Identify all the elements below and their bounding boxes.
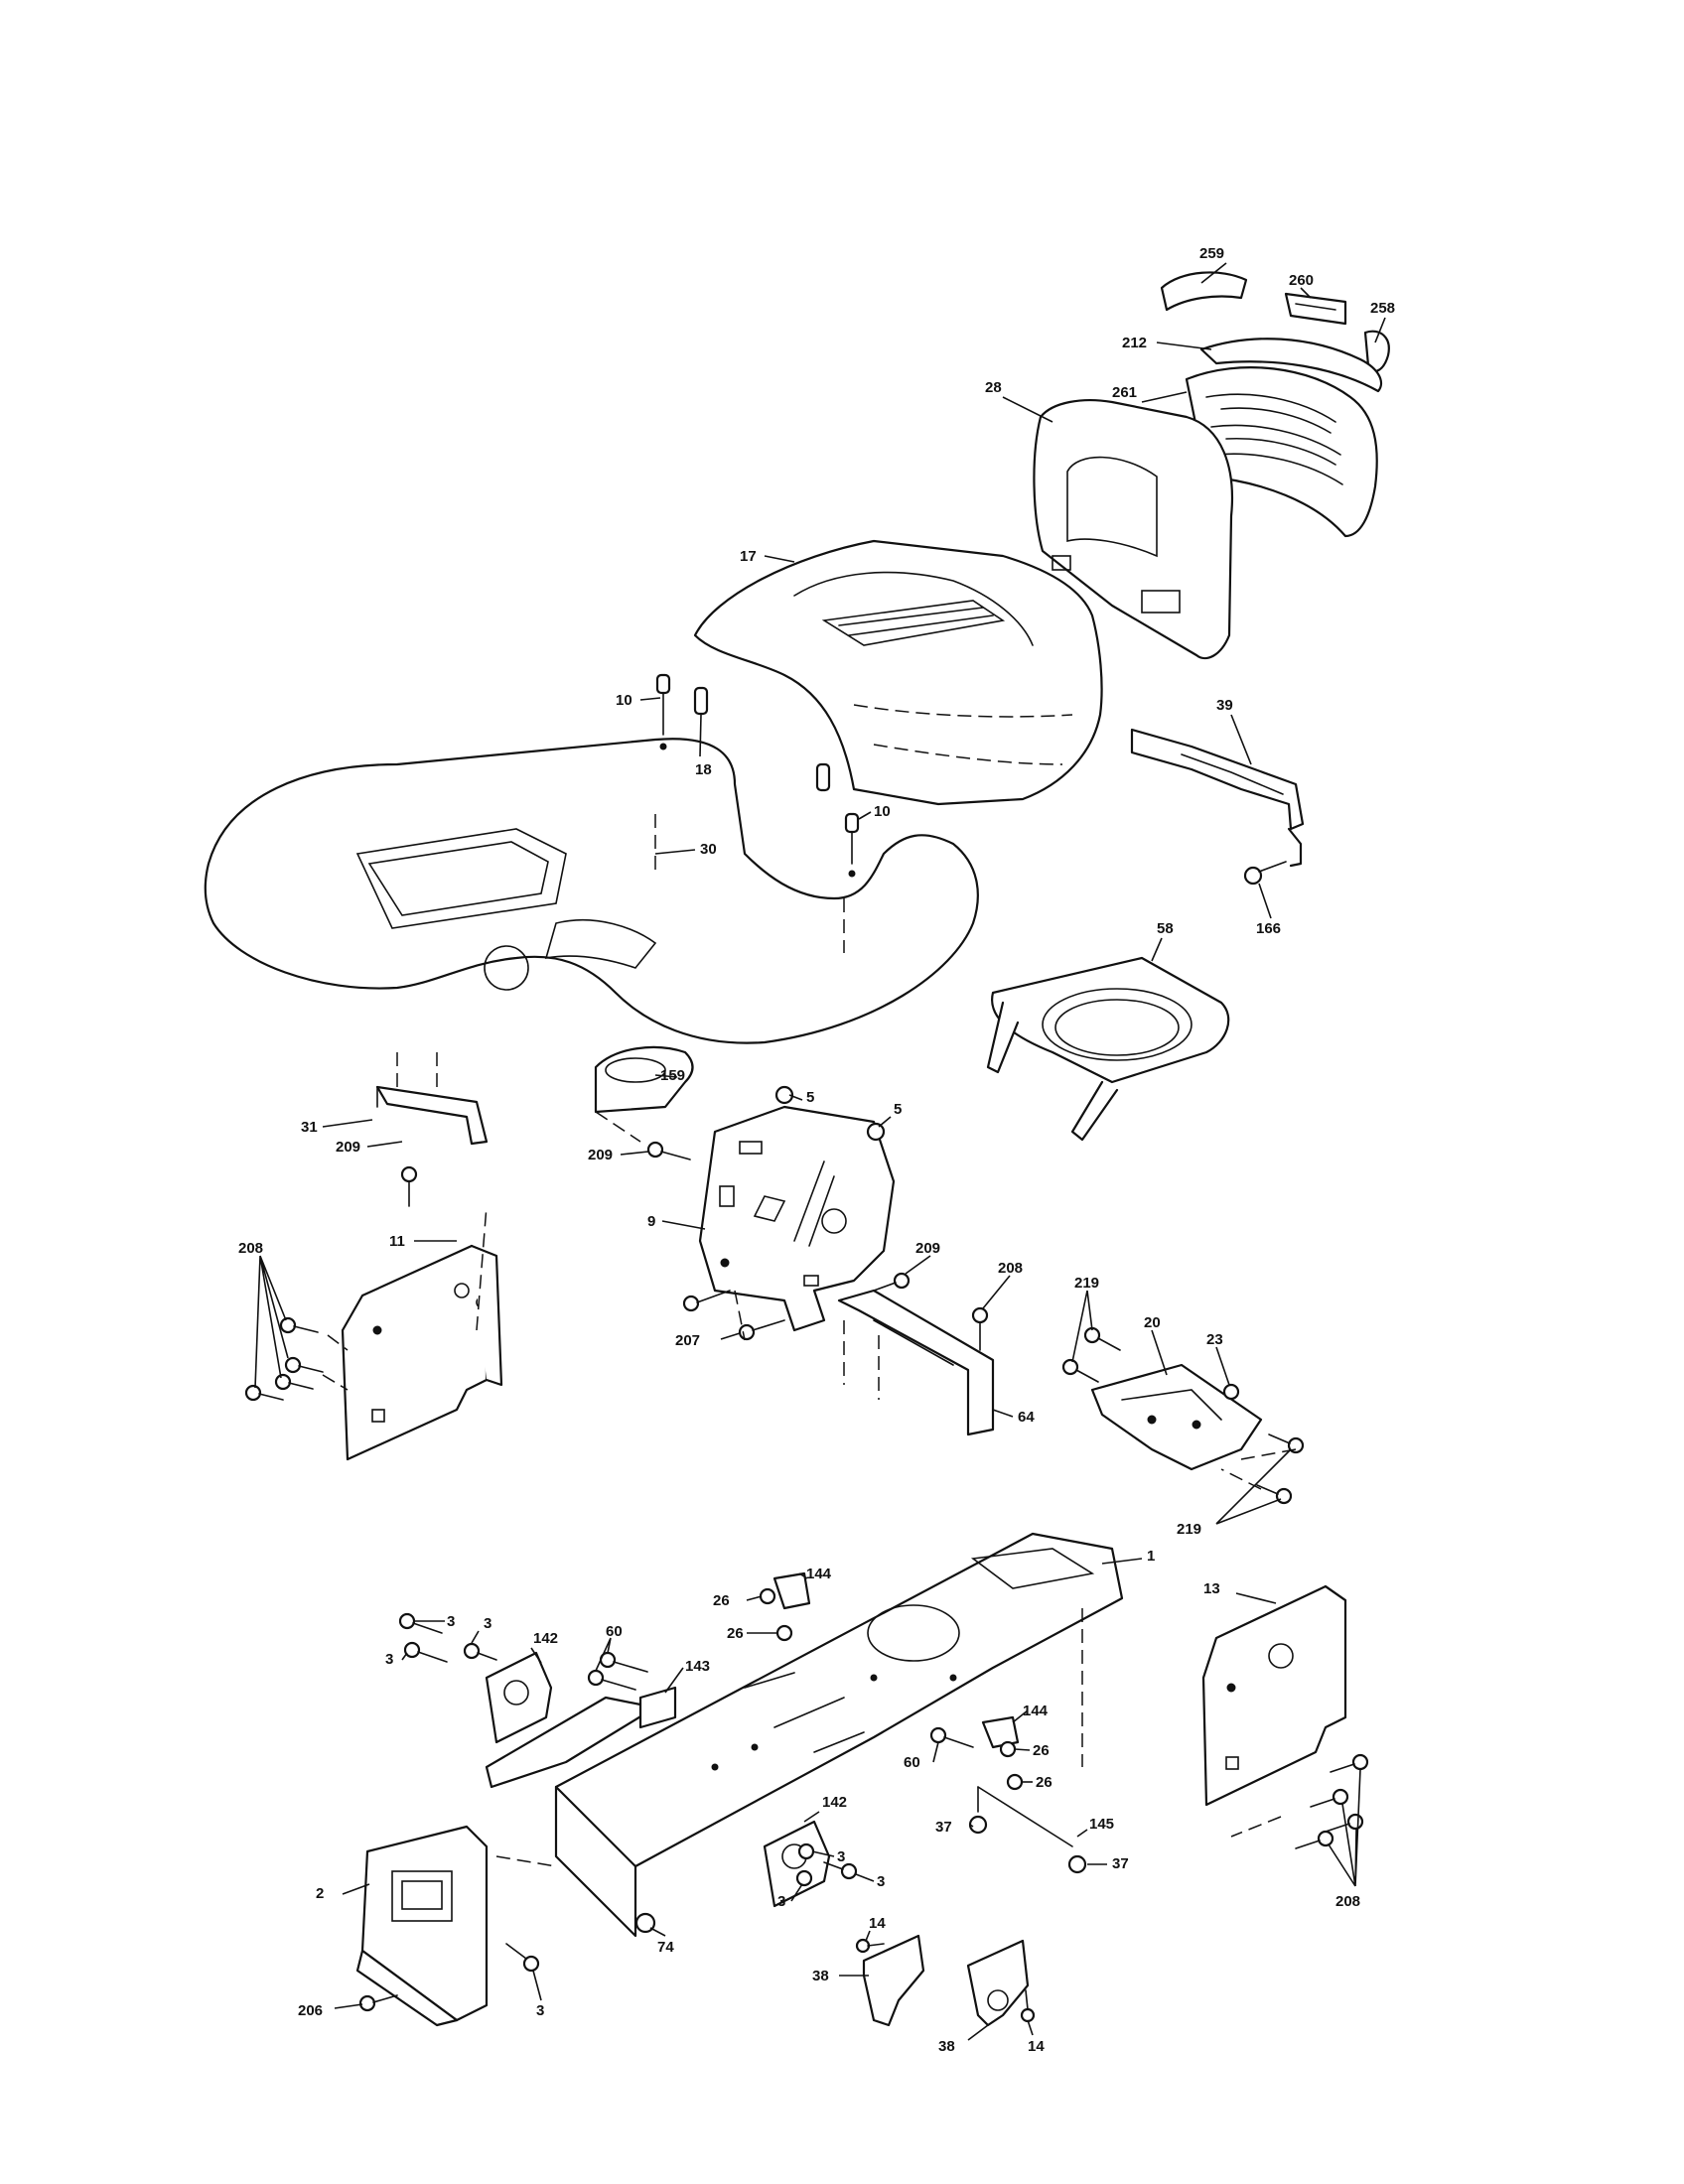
callout-209b: 209 [588,1147,613,1163]
callout-26b: 26 [727,1625,744,1642]
callout-159: 159 [660,1067,685,1084]
callout-144b: 144 [1023,1703,1049,1719]
part-145-rod [977,1786,1073,1847]
part-10-bolt [655,673,860,878]
part-5-nut [774,1085,886,1142]
part-159-cupholder [594,1045,694,1143]
callout-3e: 3 [877,1873,885,1890]
callout-23: 23 [1206,1331,1223,1348]
callout-261: 261 [1112,384,1137,401]
callout-38a: 38 [812,1968,829,1984]
part-166-screw [1243,861,1287,886]
assembly-lines [322,1205,1297,1867]
callout-37b: 37 [1112,1855,1129,1872]
callout-3b: 3 [484,1615,491,1632]
callout-5b: 5 [894,1101,902,1118]
part-28-hood-front [1033,399,1233,660]
callout-10a: 10 [616,692,632,709]
callout-166: 166 [1256,920,1281,937]
callout-39: 39 [1216,697,1233,714]
callout-3d: 3 [837,1848,845,1865]
callout-38b: 38 [938,2038,955,2055]
part-261-grille [1185,366,1378,538]
callout-26c: 26 [1033,1742,1050,1759]
callout-9: 9 [647,1213,655,1230]
callout-26d: 26 [1036,1774,1052,1791]
part-18-latch [693,686,831,792]
part-212-trim [1199,338,1383,393]
callout-10b: 10 [874,803,891,820]
callout-37a: 37 [935,1819,952,1836]
callout-144a: 144 [806,1566,832,1582]
callout-143: 143 [685,1658,710,1675]
callout-258: 258 [1370,300,1395,317]
callout-212: 212 [1122,335,1147,351]
part-260-trim [1284,292,1347,326]
callout-17: 17 [740,548,757,565]
part-1-frame [485,1532,1124,1938]
part-20-plate [1090,1363,1263,1471]
callout-3c: 3 [385,1651,393,1668]
callout-208c: 208 [1335,1893,1360,1910]
part-39-bracket [1130,728,1305,868]
callout-259: 259 [1199,245,1224,262]
callout-145: 145 [1089,1816,1114,1833]
callout-207: 207 [675,1332,700,1349]
part-144-clip [772,1571,1020,1749]
callout-14b: 14 [1028,2038,1045,2055]
callout-209a: 209 [336,1139,360,1156]
callout-142a: 142 [533,1630,558,1647]
part-11-side-panel [341,1244,503,1461]
callout-142b: 142 [822,1794,847,1811]
callout-3a: 3 [447,1613,455,1630]
callout-31: 31 [301,1119,318,1136]
callout-3g: 3 [536,2002,544,2019]
leader-lines [254,262,1386,2041]
callout-206: 206 [298,2002,323,2019]
hardware-fasteners [244,1141,1369,2023]
callout-58: 58 [1157,920,1174,937]
callout-208b: 208 [998,1260,1023,1277]
callout-3f: 3 [777,1893,785,1910]
callout-60b: 60 [904,1754,920,1771]
part-64-bracket [837,1289,995,1436]
part-31-bracket [375,1052,489,1146]
part-143-plate [638,1686,677,1729]
callout-74: 74 [657,1939,674,1956]
part-2-bracket [355,1825,489,2027]
callout-1: 1 [1147,1548,1155,1565]
callout-208a: 208 [238,1240,263,1257]
callout-2: 2 [316,1885,324,1902]
callout-219b: 219 [1177,1521,1201,1538]
part-17-hood [693,539,1103,806]
callout-209c: 209 [915,1240,940,1257]
callout-5a: 5 [806,1089,814,1106]
callout-11: 11 [389,1233,405,1250]
callout-26a: 26 [713,1592,730,1609]
part-259-trim [1160,271,1248,312]
callout-219a: 219 [1074,1275,1099,1292]
callout-28: 28 [985,379,1002,396]
callout-13: 13 [1203,1580,1220,1597]
callout-64: 64 [1018,1409,1035,1426]
callout-20: 20 [1144,1314,1161,1331]
callout-260: 260 [1289,272,1314,289]
part-142-bracket [485,1651,831,1908]
callout-14a: 14 [869,1915,886,1932]
callout-30: 30 [700,841,717,858]
part-30-fender [204,738,979,1044]
part-9-dash-panel [698,1105,896,1332]
callout-18: 18 [695,761,712,778]
callout-labels: 259 260 258 212 261 28 17 10 18 10 30 39… [238,245,1395,2055]
part-13-side-panel [1201,1584,1347,1807]
part-38-bracket [862,1934,1030,2027]
callout-60a: 60 [606,1623,623,1640]
part-58-shroud [986,956,1230,1142]
